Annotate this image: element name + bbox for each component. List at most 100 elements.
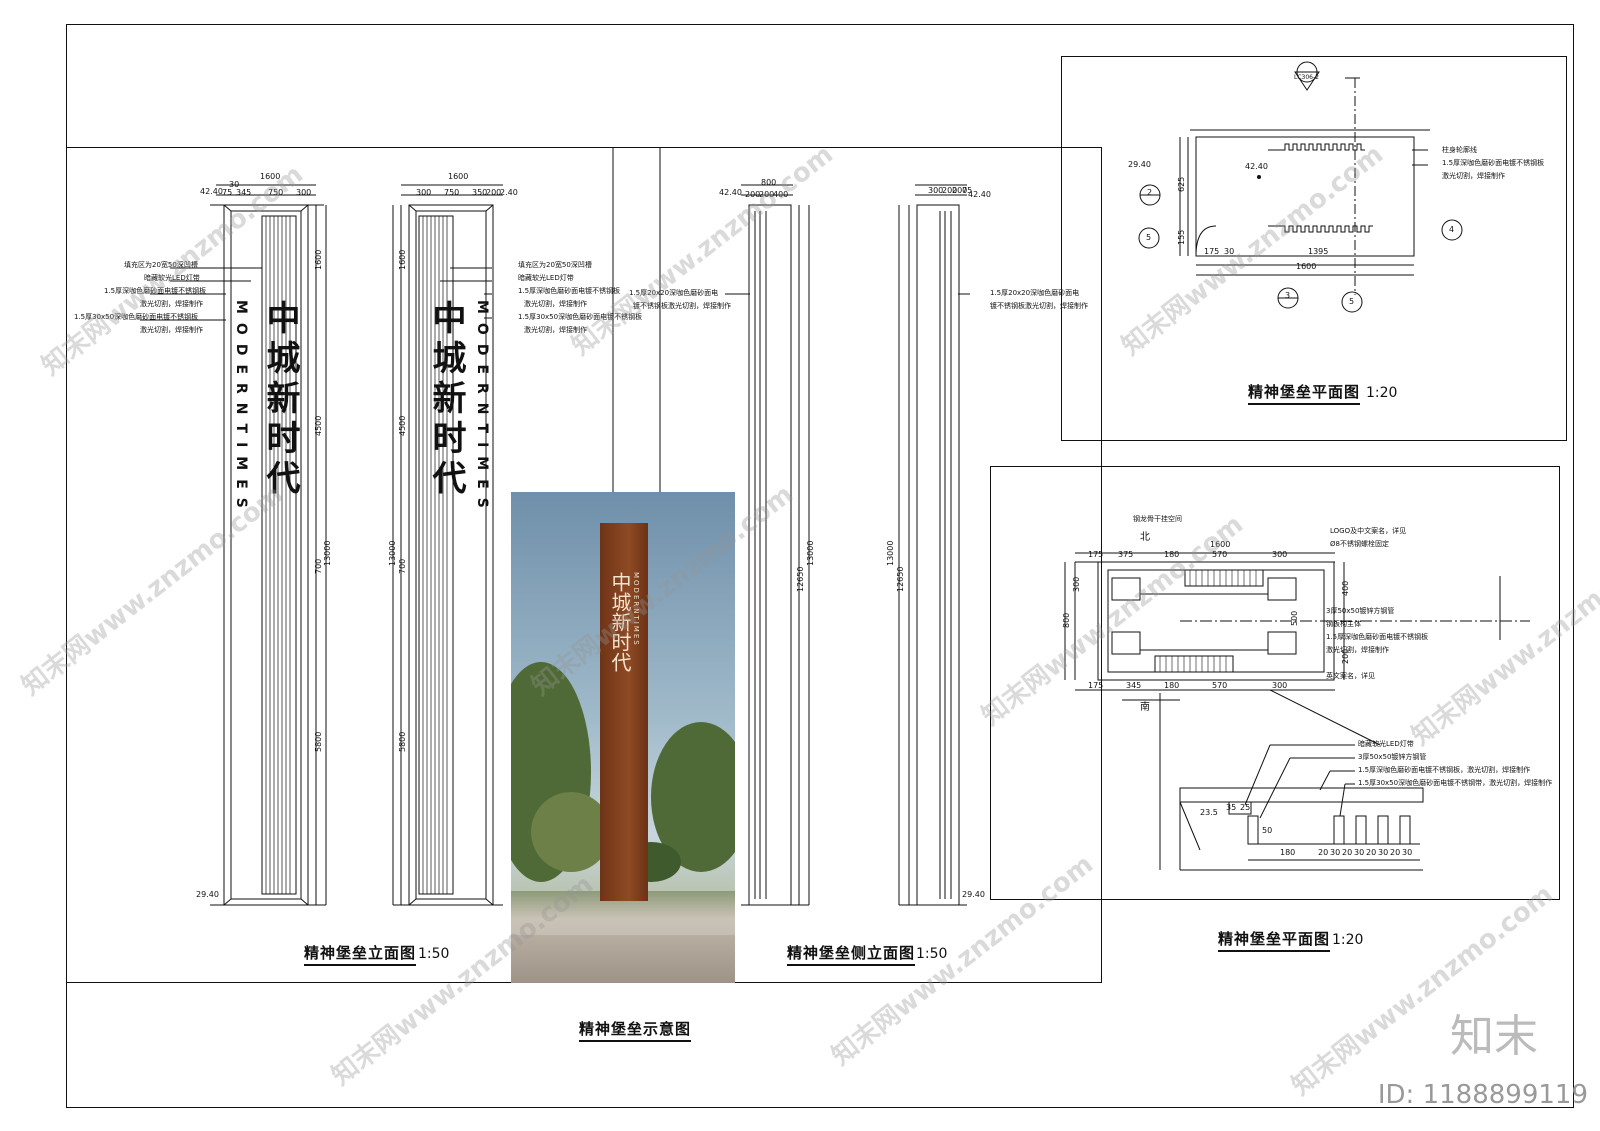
plan1-vdim: 625 (1177, 176, 1186, 192)
elevation-b-vdim-total: 13000 (388, 540, 397, 566)
side-b-dim: 300 (928, 186, 944, 195)
elevation-b-vdim: 1600 (398, 249, 407, 270)
plan1-title: 精神堡垒平面图 (1248, 381, 1361, 405)
plan1-marker-label: 4 (1449, 225, 1455, 234)
plan1-marker-label: 3 (1285, 291, 1291, 300)
elevation-title: 精神堡垒立面图 (304, 942, 417, 966)
plan1-scale: 1:20 (1366, 385, 1398, 401)
side-b-note: 镀不锈钢板激光切割，焊接制作 (990, 302, 1088, 310)
plan2-vdim: 500 (1290, 610, 1299, 626)
elevation-dim: 75 (222, 188, 233, 197)
elevation-vdim: 1600 (314, 249, 323, 270)
plan2-dim: 300 (1272, 550, 1288, 559)
plan1-dim: 175 (1204, 247, 1220, 256)
side-vdim-total: 13000 (806, 540, 815, 566)
elevation-note: 填充区为20宽50深凹槽 (124, 261, 198, 269)
rendering-title: 精神堡垒示意图 (579, 1018, 692, 1042)
side-elevation-title: 精神堡垒侧立面图 (787, 942, 916, 966)
plan2-dim: 570 (1212, 681, 1228, 690)
elevation-level-bottom: 29.40 (196, 890, 219, 899)
elevation-dim: 750 (268, 188, 284, 197)
elevation-b-vdim: 700 (398, 558, 407, 574)
plan1-level: 29.40 (1128, 160, 1151, 169)
sign-b-chinese-name: 中城新时代 (426, 300, 466, 500)
detail-note: 1.5厚深咖色磨砂面电镀不锈钢板，激光切割，焊接制作 (1358, 766, 1531, 774)
plan2-note: Ø8不锈钢螺栓固定 (1330, 540, 1389, 548)
plan2-vdim: 400 (1341, 580, 1350, 596)
detail-dim: 23.5 (1200, 808, 1218, 817)
detail-dim: 20 (1342, 848, 1353, 857)
plan1-marker-ref: LC306-2 (1294, 74, 1319, 81)
plan2-dim: 180 (1164, 550, 1180, 559)
plan1-note: 柱身轮廓线 (1442, 146, 1477, 154)
plan2-frame (990, 466, 1560, 900)
elevation-dim-level: 42.40 (200, 187, 223, 196)
detail-dim: 30 (1402, 848, 1413, 857)
plan2-vdim: 300 (1072, 576, 1081, 592)
plan1-note: 激光切割，焊接制作 (1442, 172, 1505, 180)
plan1-marker-label: 5 (1349, 297, 1355, 306)
photo-sign-chinese: 中城新时代 (608, 572, 632, 672)
plan1-dim: 30 (1224, 247, 1235, 256)
side-dim: 800 (761, 178, 777, 187)
plan1-frame (1061, 56, 1567, 441)
detail-note: 3厚50x50镀锌方钢管 (1358, 753, 1427, 761)
plan2-note: 钢板构主体 (1326, 620, 1361, 628)
elevation-b-vdim: 5800 (398, 731, 407, 752)
detail-note: 暗藏软光LED灯带 (1358, 740, 1414, 748)
plan2-note: 1.5厚深咖色磨砂面电镀不锈钢板 (1326, 633, 1429, 641)
elevation-vdim: 5800 (314, 731, 323, 752)
side-dim: 200 (759, 190, 775, 199)
plan2-dim: 180 (1164, 681, 1180, 690)
side-vdim: 12650 (796, 566, 805, 592)
plan2-dim: 175 (1088, 550, 1104, 559)
elevation-b-note: 1.5厚深咖色磨砂面电镀不锈钢板 (518, 287, 621, 295)
detail-note: 1.5厚30x50深咖色磨砂面电镀不锈钢带，激光切割，焊接制作 (1358, 779, 1553, 787)
elevation-note: 激光切割，焊接制作 (140, 300, 203, 308)
detail-dim: 30 (1330, 848, 1341, 857)
elevation-dim: 345 (236, 188, 252, 197)
detail-dim: 50 (1262, 826, 1273, 835)
side-b-vdim-total: 13000 (886, 540, 895, 566)
side-b-vdim: 12650 (896, 566, 905, 592)
plan2-dim-total: 1600 (1210, 540, 1231, 549)
elevation-b-note: 暗藏软光LED灯带 (518, 274, 574, 282)
elevation-b-dim: 300 (416, 188, 432, 197)
detail-dim: 20 (1318, 848, 1329, 857)
elevation-vdim-total: 13000 (323, 540, 332, 566)
elevation-b-note: 激光切割，焊接制作 (524, 326, 587, 334)
elevation-b-dim: 350 (472, 188, 488, 197)
elevation-dim: 30 (229, 180, 240, 189)
side-elevation-scale: 1:50 (916, 946, 948, 962)
sign-chinese-name: 中城新时代 (260, 300, 300, 500)
plan1-note: 1.5厚深咖色磨砂面电镀不锈钢板 (1442, 159, 1545, 167)
elevation-scale: 1:50 (418, 946, 450, 962)
plan2-note: 英文案名，详见 (1326, 672, 1375, 680)
elevation-note: 1.5厚深咖色磨砂面电镀不锈钢板 (104, 287, 207, 295)
side-note: 1.5厚20x20深咖色磨砂面电 (629, 289, 719, 297)
elevation-dim-width: 1600 (260, 172, 281, 181)
elevation-b-dim: 1600 (448, 172, 469, 181)
plan2-dim: 175 (1088, 681, 1104, 690)
tree-left-2 (531, 792, 611, 872)
plan2-south: 南 (1140, 702, 1150, 713)
detail-dim: 30 (1354, 848, 1365, 857)
elevation-b-note: 激光切割，焊接制作 (524, 300, 587, 308)
side-b-dim: 200 (952, 186, 968, 195)
side-b-dim: 200 (942, 186, 958, 195)
plan1-vdim: 155 (1177, 229, 1186, 245)
elevation-vdim: 700 (314, 558, 323, 574)
detail-dim: 180 (1280, 848, 1296, 857)
rendering-image: 中城新时代 MODERNTIMES (511, 492, 735, 983)
side-b-level-bottom: 29.40 (962, 890, 985, 899)
brand-logo: 知末 (1450, 1011, 1538, 1062)
elevation-note: 激光切割，焊接制作 (140, 326, 203, 334)
plan2-scale: 1:20 (1332, 932, 1364, 948)
plan2-dim: 345 (1126, 681, 1142, 690)
detail-dim: 30 (1378, 848, 1389, 857)
side-dim-level: 42.40 (719, 188, 742, 197)
plan1-marker-label: 2 (1147, 188, 1153, 197)
plan2-north: 北 (1140, 532, 1150, 543)
sign-english-name: MODERNTIMES (233, 300, 249, 517)
